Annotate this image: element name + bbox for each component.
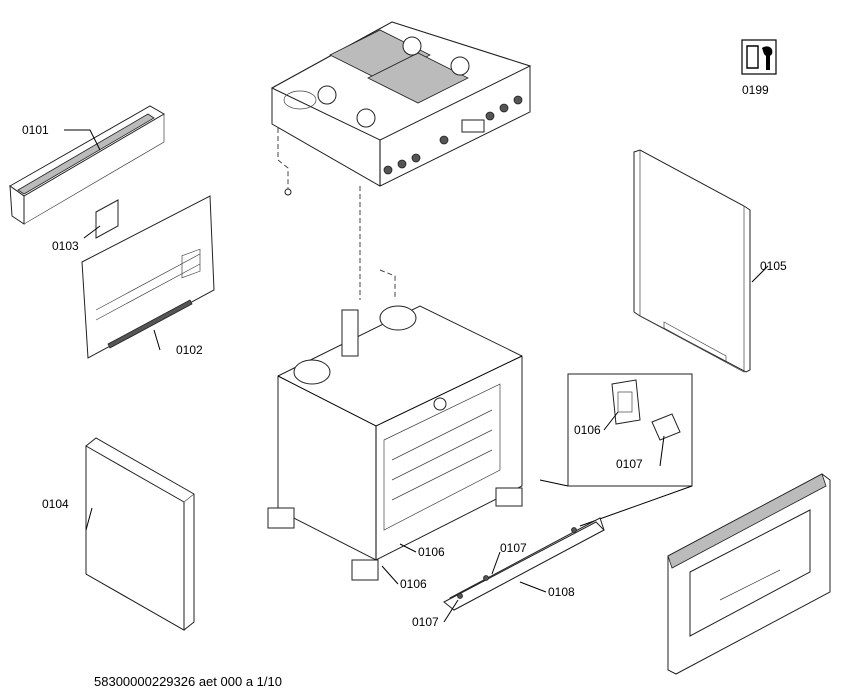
part-0108-front-strip xyxy=(443,517,605,611)
label-0106-foot: 0106 xyxy=(400,577,427,591)
label-0102: 0102 xyxy=(176,343,203,357)
detail-inset xyxy=(539,373,693,527)
oven-body-assembly xyxy=(267,305,523,581)
label-0106-inset: 0106 xyxy=(574,423,601,437)
drawing-reference-footer: 58300000229326 aet 000 a 1/10 xyxy=(94,674,282,689)
label-0107-inset: 0107 xyxy=(616,457,643,471)
part-0101-back-trim xyxy=(9,105,165,225)
oven-door xyxy=(667,473,831,675)
label-0105: 0105 xyxy=(760,259,787,273)
label-0104: 0104 xyxy=(42,497,69,511)
part-0105-side-panel xyxy=(633,149,751,373)
part-0103-plate xyxy=(95,199,119,239)
part-labels: 0101 0103 0102 0104 0105 0106 0107 0106 … xyxy=(22,83,787,629)
part-0104-side-panel xyxy=(85,437,195,631)
label-0101: 0101 xyxy=(22,123,49,137)
cooktop-assembly xyxy=(270,21,532,196)
part-0102-back-panel xyxy=(81,195,215,359)
label-0199: 0199 xyxy=(742,83,769,97)
label-0107-strip: 0107 xyxy=(500,541,527,555)
label-0107-end: 0107 xyxy=(412,615,439,629)
label-0103: 0103 xyxy=(52,239,79,253)
label-0106-body: 0106 xyxy=(418,545,445,559)
service-wrench-icon xyxy=(741,39,777,75)
label-0108: 0108 xyxy=(548,585,575,599)
leader-lines xyxy=(64,129,769,623)
